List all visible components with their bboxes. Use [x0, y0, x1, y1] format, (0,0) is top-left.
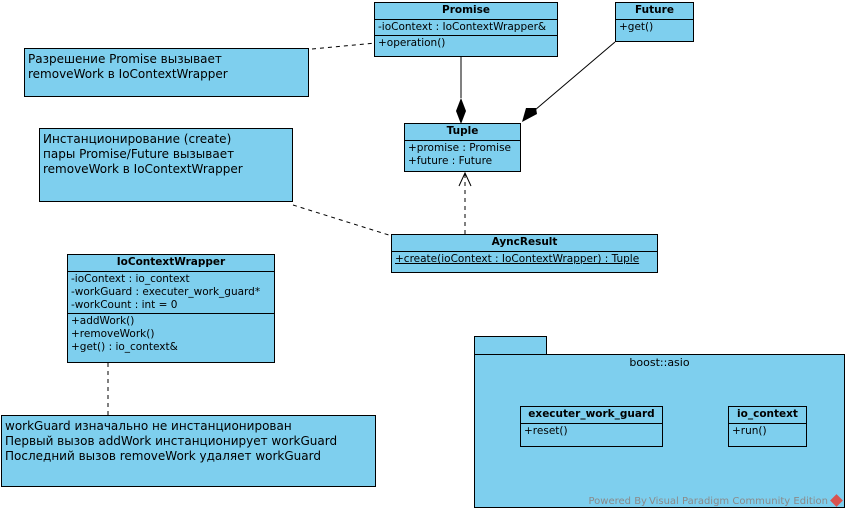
attribute: -ioContext : io_context — [71, 273, 190, 285]
note-line: Первый вызов addWork инстанционирует wor… — [5, 434, 338, 448]
class-future-name: Future — [616, 3, 693, 20]
note-line: removeWork в IoContextWrapper — [43, 162, 243, 176]
dependency-arrowhead — [458, 171, 472, 187]
class-iocontextwrapper[interactable]: IoContextWrapper -ioContext : io_context… — [67, 254, 275, 363]
class-tuple-attributes: +promise : Promise +future : Future — [405, 141, 520, 169]
package-tab — [474, 336, 547, 355]
class-future[interactable]: Future +get() — [615, 2, 694, 42]
operation: +operation() — [378, 37, 446, 49]
class-iocontextwrapper-name: IoContextWrapper — [68, 255, 274, 272]
operation: +get() : io_context& — [71, 341, 178, 353]
operation: +run() — [732, 425, 767, 437]
note-create-pair[interactable]: Инстанционирование (create) пары Promise… — [39, 128, 293, 202]
class-io-context-name: io_context — [729, 407, 806, 424]
note-workguard[interactable]: workGuard изначально не инстанционирован… — [1, 415, 376, 487]
attribute: +future : Future — [408, 155, 493, 167]
class-iocontextwrapper-operations: +addWork() +removeWork() +get() : io_con… — [68, 314, 274, 355]
note-line: Последний вызов removeWork удаляет workG… — [5, 449, 321, 463]
class-tuple-name: Tuple — [405, 124, 520, 141]
note-line: пары Promise/Future вызывает — [43, 147, 235, 161]
note-promise-resolution[interactable]: Разрешение Promise вызывает removeWork в… — [24, 48, 309, 97]
visual-paradigm-logo-icon — [830, 494, 843, 507]
operation: +create(ioContext : IoContextWrapper) : … — [395, 253, 640, 265]
attribute: -ioContext : IoContextWrapper& — [378, 21, 547, 33]
class-promise[interactable]: Promise -ioContext : IoContextWrapper& +… — [374, 2, 558, 57]
composition-future-tuple — [534, 41, 616, 111]
operation: +get() — [619, 21, 654, 33]
composition-diamond-future — [522, 108, 537, 122]
class-executer-work-guard-name: executer_work_guard — [521, 407, 662, 424]
package-name: boost::asio — [629, 356, 690, 369]
composition-diamond-promise — [456, 98, 466, 124]
anchor-create-note — [292, 204, 393, 237]
class-ayncresult-operations: +create(ioContext : IoContextWrapper) : … — [392, 252, 657, 267]
class-tuple[interactable]: Tuple +promise : Promise +future : Futur… — [404, 123, 521, 172]
watermark-text: Powered By Visual Paradigm Community Edi… — [588, 496, 829, 507]
attribute: +promise : Promise — [408, 142, 511, 154]
class-iocontextwrapper-attributes: -ioContext : io_context -workGuard : exe… — [68, 272, 274, 314]
class-promise-attributes: -ioContext : IoContextWrapper& — [375, 20, 557, 36]
attribute: -workGuard : executer_work_guard* — [71, 286, 261, 298]
operation: +reset() — [524, 425, 568, 437]
operation: +addWork() — [71, 315, 135, 327]
class-executer-work-guard-operations: +reset() — [521, 424, 662, 439]
class-future-operations: +get() — [616, 20, 693, 35]
note-line: removeWork в IoContextWrapper — [28, 67, 228, 81]
class-ayncresult-name: AyncResult — [392, 235, 657, 252]
note-line: workGuard изначально не инстанционирован — [5, 419, 292, 433]
class-ayncresult[interactable]: AyncResult +create(ioContext : IoContext… — [391, 234, 658, 273]
class-io-context-operations: +run() — [729, 424, 806, 439]
attribute: -workCount : int = 0 — [71, 299, 178, 311]
class-executer-work-guard[interactable]: executer_work_guard +reset() — [520, 406, 663, 447]
anchor-promise-note — [311, 42, 377, 50]
watermark: Powered By Visual Paradigm Community Edi… — [588, 494, 843, 507]
note-line: Разрешение Promise вызывает — [28, 52, 222, 66]
class-io-context[interactable]: io_context +run() — [728, 406, 807, 447]
operation: +removeWork() — [71, 328, 155, 340]
class-promise-name: Promise — [375, 3, 557, 20]
note-line: Инстанционирование (create) — [43, 132, 232, 146]
class-promise-operations: +operation() — [375, 36, 557, 51]
